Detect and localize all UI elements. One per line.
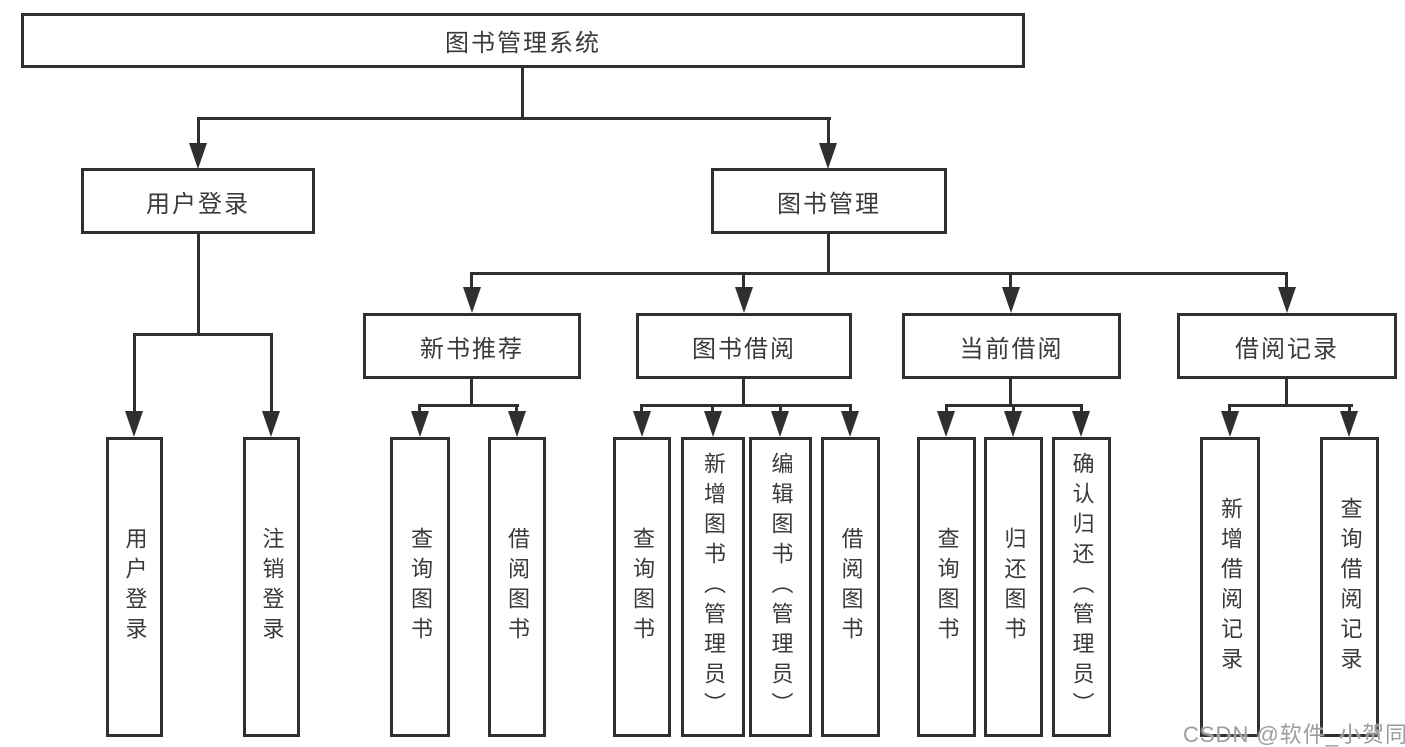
arrow-down-icon <box>1072 411 1090 437</box>
leaf-add-borrow-record: 新增借阅记录 <box>1200 437 1260 737</box>
node-user-login: 用户登录 <box>81 168 315 234</box>
connector-line <box>1228 404 1353 407</box>
connector-line <box>742 379 745 407</box>
leaf-label: 确认归还（管理员） <box>1069 452 1095 722</box>
connector-line <box>1012 406 1015 413</box>
node-current-borrow: 当前借阅 <box>902 313 1121 379</box>
connector-line <box>133 335 136 412</box>
connector-line <box>470 272 1288 275</box>
node-borrow-records: 借阅记录 <box>1177 313 1397 379</box>
leaf-label: 查询图书 <box>630 527 655 647</box>
arrow-down-icon <box>411 411 429 437</box>
arrow-down-icon <box>704 411 722 437</box>
node-library-management-system: 图书管理系统 <box>21 13 1025 68</box>
leaf-label: 借阅图书 <box>838 527 864 647</box>
csdn-watermark: CSDN @软件_小贺同学 <box>1183 722 1405 747</box>
connector-line <box>1009 379 1012 407</box>
leaf-query-books-1: 查询图书 <box>390 437 450 737</box>
leaf-label: 新增图书（管理员） <box>701 452 726 722</box>
connector-line <box>945 404 1083 407</box>
leaf-confirm-return-admin: 确认归还（管理员） <box>1052 437 1111 737</box>
leaf-label: 归还图书 <box>1001 527 1027 647</box>
connector-line <box>827 234 830 275</box>
leaf-label: 用户登录 <box>122 527 148 647</box>
leaf-query-books-2: 查询图书 <box>613 437 671 737</box>
arrow-down-icon <box>1004 411 1022 437</box>
leaf-label: 编辑图书（管理员） <box>768 452 794 722</box>
arrow-down-icon <box>771 411 789 437</box>
connector-line <box>827 119 830 146</box>
node-new-book-recommend: 新书推荐 <box>363 313 581 379</box>
connector-line <box>1348 406 1351 413</box>
arrow-down-icon <box>735 287 753 313</box>
node-book-management: 图书管理 <box>711 168 947 234</box>
leaf-label: 借阅图书 <box>505 527 530 647</box>
leaf-borrow-books-1: 借阅图书 <box>488 437 546 737</box>
connector-line <box>133 333 273 336</box>
connector-line <box>418 406 421 413</box>
connector-line <box>470 379 473 407</box>
connector-line <box>945 406 948 413</box>
connector-line <box>779 406 782 413</box>
leaf-borrow-books-2: 借阅图书 <box>821 437 880 737</box>
leaf-label: 查询图书 <box>934 527 960 647</box>
connector-line <box>640 406 643 413</box>
arrow-down-icon <box>1340 411 1358 437</box>
arrow-down-icon <box>1221 411 1239 437</box>
arrow-down-icon <box>262 411 280 437</box>
connector-line <box>197 117 831 120</box>
arrow-down-icon <box>125 411 143 437</box>
connector-line <box>470 274 473 288</box>
leaf-user-login: 用户登录 <box>106 437 163 737</box>
connector-line <box>849 406 852 413</box>
connector-line <box>1285 274 1288 288</box>
leaf-logout: 注销登录 <box>243 437 300 737</box>
leaf-edit-books-admin: 编辑图书（管理员） <box>749 437 812 737</box>
connector-line <box>1285 379 1288 407</box>
leaf-query-books-3: 查询图书 <box>917 437 976 737</box>
arrow-down-icon <box>937 411 955 437</box>
arrow-down-icon <box>1002 287 1020 313</box>
leaf-query-borrow-record: 查询借阅记录 <box>1320 437 1379 737</box>
arrow-down-icon <box>508 411 526 437</box>
connector-line <box>418 404 519 407</box>
arrow-down-icon <box>189 143 207 169</box>
leaf-label: 查询图书 <box>408 527 433 647</box>
connector-line <box>742 274 745 288</box>
connector-line <box>270 335 273 412</box>
arrow-down-icon <box>819 143 837 169</box>
connector-line <box>515 406 518 413</box>
connector-line <box>521 66 524 119</box>
arrow-down-icon <box>633 411 651 437</box>
connector-line <box>197 234 200 335</box>
leaf-label: 注销登录 <box>259 527 285 647</box>
connector-line <box>1080 406 1083 413</box>
arrow-down-icon <box>841 411 859 437</box>
arrow-down-icon <box>463 287 481 313</box>
connector-line <box>640 404 852 407</box>
connector-line <box>197 119 200 146</box>
connector-line <box>1228 406 1231 413</box>
leaf-return-books: 归还图书 <box>984 437 1043 737</box>
node-book-borrow: 图书借阅 <box>636 313 852 379</box>
leaf-label: 查询借阅记录 <box>1337 497 1363 677</box>
arrow-down-icon <box>1278 287 1296 313</box>
connector-line <box>711 406 714 413</box>
connector-line <box>1009 274 1012 288</box>
leaf-label: 新增借阅记录 <box>1218 497 1243 677</box>
leaf-add-books-admin: 新增图书（管理员） <box>681 437 745 737</box>
